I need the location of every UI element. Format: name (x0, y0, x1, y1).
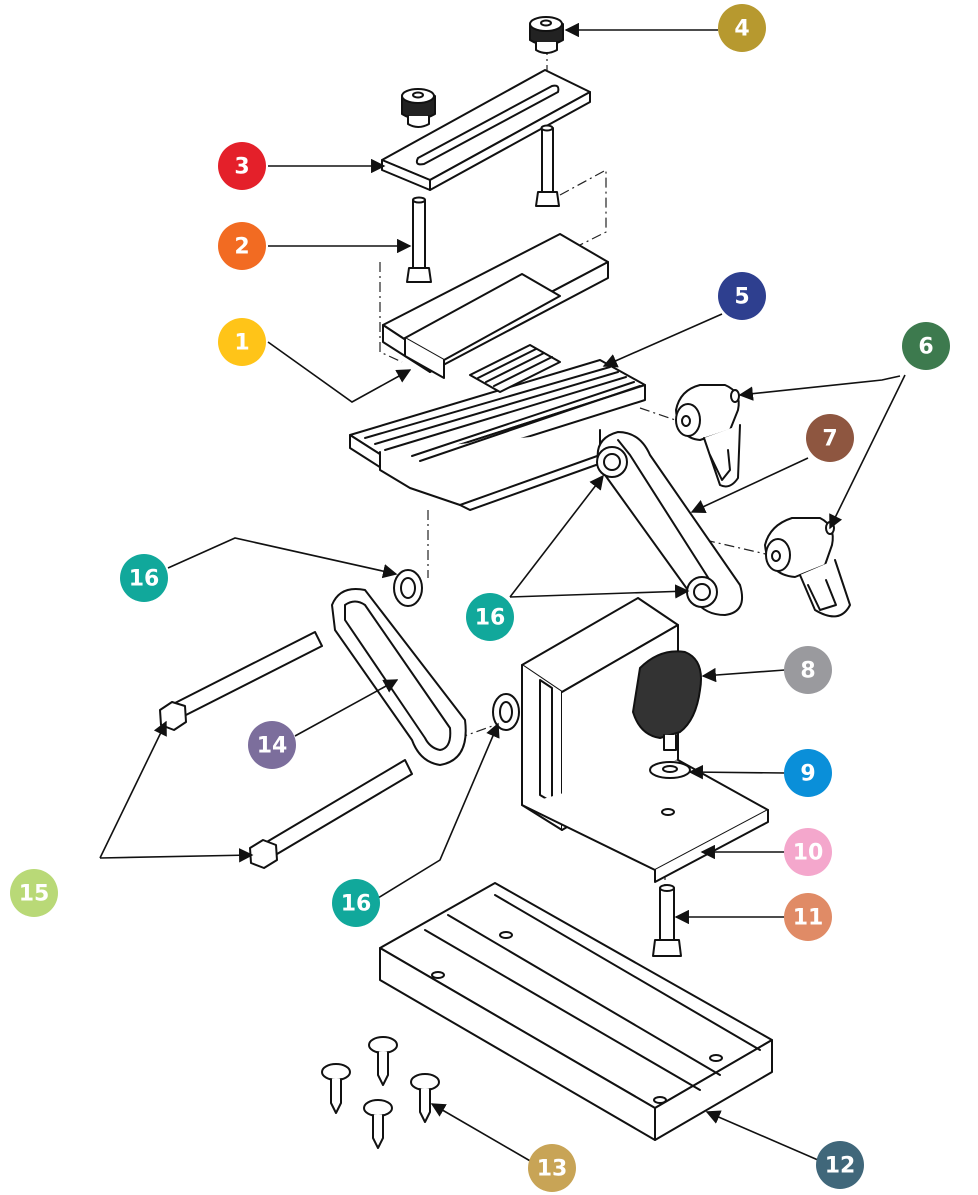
leader-12 (705, 1110, 819, 1161)
callout-circle (784, 828, 832, 876)
callout-circle (218, 222, 266, 270)
callout-8-7: 8 (784, 646, 832, 694)
part-12-base-channel (379, 882, 773, 1141)
leader-16a (167, 537, 398, 579)
part-15-long-bolt-upper (159, 631, 323, 731)
callout-number: 1 (234, 331, 249, 356)
callout-6-5: 6 (902, 322, 950, 370)
leader-15a (99, 720, 167, 859)
part-16-star-washer-a (596, 446, 628, 478)
part-15-long-bolt-lower (249, 759, 413, 869)
callout-number: 9 (800, 762, 815, 787)
callout-number: 2 (234, 235, 249, 260)
callout-11-10: 11 (784, 893, 832, 941)
callout-number: 4 (734, 17, 749, 42)
part-2-bolt-right (535, 124, 560, 207)
part-4-knurled-nut-right (529, 16, 564, 54)
part-7-link-arm (596, 431, 744, 616)
callout-circle (902, 322, 950, 370)
callout-number: 11 (793, 906, 824, 931)
callout-12-11: 12 (816, 1141, 864, 1189)
leader-5 (602, 313, 723, 368)
part-13-screw-1 (368, 1036, 398, 1086)
callout-number: 6 (918, 335, 933, 360)
part-16-star-washer-d (492, 693, 520, 731)
leader-15b (99, 848, 254, 863)
part-16-star-washer-c (393, 569, 423, 607)
part-6-cam-lever-lower (764, 517, 851, 618)
callout-16-15: 16 (120, 554, 168, 602)
leader-1 (267, 341, 412, 403)
part-6-cam-lever-upper (675, 384, 741, 488)
callout-2-1: 2 (218, 222, 266, 270)
callout-circle (218, 318, 266, 366)
part-13-screw-4 (363, 1099, 393, 1149)
callout-number: 7 (822, 427, 837, 452)
callout-number: 13 (537, 1157, 568, 1182)
callout-16-17: 16 (332, 879, 380, 927)
callout-circle (528, 1144, 576, 1192)
leader-16b (509, 474, 604, 598)
callout-circle (784, 646, 832, 694)
callout-circle (718, 272, 766, 320)
callout-number: 16 (475, 606, 506, 631)
leader-8 (701, 667, 786, 683)
callout-15-14: 15 (10, 869, 58, 917)
part-13-screw-3 (410, 1073, 440, 1123)
callout-number: 15 (19, 882, 50, 907)
part-1-t-track-insert (382, 233, 609, 379)
leader-6b (829, 374, 906, 530)
callout-circle (10, 869, 58, 917)
leader-7 (690, 457, 809, 514)
leader-9 (688, 764, 786, 780)
part-16-star-washer-b (686, 576, 718, 608)
leader-6a (738, 375, 901, 401)
leader-16d (377, 722, 500, 899)
callout-number: 3 (234, 155, 249, 180)
callout-10-9: 10 (784, 828, 832, 876)
part-11-bracket-bolt (652, 884, 682, 957)
callout-9-8: 9 (784, 749, 832, 797)
callout-5-4: 5 (718, 272, 766, 320)
callout-number: 8 (800, 659, 815, 684)
callout-7-6: 7 (806, 414, 854, 462)
callout-circle (466, 593, 514, 641)
callout-circle (248, 721, 296, 769)
leader-lines (99, 22, 906, 1163)
part-4-knurled-nut-left (401, 88, 436, 128)
part-3-slotted-top-plate (381, 69, 591, 191)
callout-circle (816, 1141, 864, 1189)
callout-circle (806, 414, 854, 462)
part-8-star-knob (632, 650, 702, 751)
callout-circle (718, 4, 766, 52)
callout-4-3: 4 (718, 4, 766, 52)
callout-circle (218, 142, 266, 190)
callout-number: 5 (734, 285, 749, 310)
callout-3-2: 3 (218, 142, 266, 190)
part-5-grooved-carriage (349, 344, 646, 511)
leader-16c (509, 584, 690, 599)
callout-circle (784, 893, 832, 941)
part-9-flat-washer (649, 761, 691, 779)
callout-number: 16 (129, 567, 160, 592)
callout-number: 14 (257, 734, 288, 759)
leader-14 (294, 679, 399, 737)
part-2-bolt-left (406, 196, 432, 283)
part-13-screw-2 (321, 1063, 351, 1114)
callout-circle (784, 749, 832, 797)
callout-number: 16 (341, 892, 372, 917)
callout-1-0: 1 (218, 318, 266, 366)
part-10-l-bracket (521, 597, 769, 883)
callout-circle (332, 879, 380, 927)
callout-13-12: 13 (528, 1144, 576, 1192)
leader-13 (430, 1103, 533, 1163)
part-14-link-plate (331, 588, 467, 766)
callout-14-13: 14 (248, 721, 296, 769)
callout-number: 10 (793, 841, 824, 866)
callout-number: 12 (825, 1154, 856, 1179)
callout-16-16: 16 (466, 593, 514, 641)
callout-circle (120, 554, 168, 602)
